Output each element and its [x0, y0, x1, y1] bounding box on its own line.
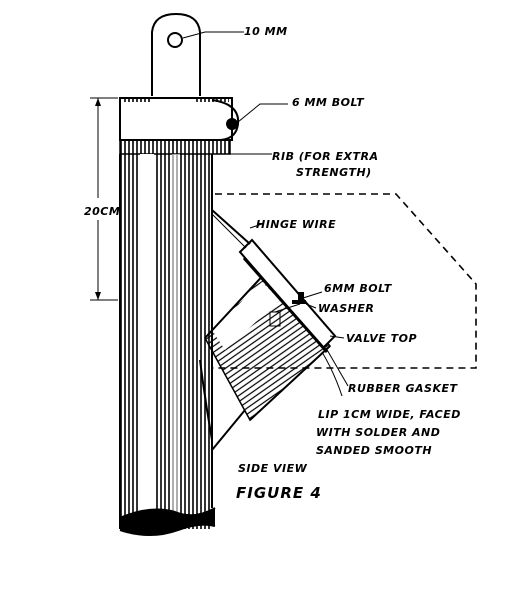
label-lip-line3: SANDED SMOOTH: [316, 444, 432, 457]
label-rib-line1: RIB (FOR EXTRA: [272, 150, 378, 163]
mounting-tab: [151, 12, 201, 96]
pin-hole: [167, 32, 183, 48]
open-position-outline: [211, 193, 477, 440]
dimension-20cm: [82, 97, 118, 301]
label-valve-top: VALVE TOP: [346, 332, 417, 345]
label-hinge-wire: HINGE WIRE: [256, 218, 336, 231]
leader-lines: [182, 31, 349, 397]
label-washer: WASHER: [318, 302, 374, 315]
hinge-wire: [211, 209, 251, 249]
collar-block: [119, 97, 240, 141]
bolt-top: [226, 118, 238, 130]
label-view: SIDE VIEW: [238, 462, 308, 475]
main-tube: [119, 154, 216, 536]
label-bolt-top: 6 MM BOLT: [292, 96, 365, 109]
label-pin-size: 10 MM: [244, 25, 288, 38]
valve-top: [238, 238, 337, 353]
label-rib-line2: STRENGTH): [296, 166, 372, 179]
label-figure: FIGURE 4: [236, 484, 322, 502]
branch-pipe: [204, 268, 332, 422]
label-bolt-valve: 6MM BOLT: [324, 282, 393, 295]
label-lip-line2: WITH SOLDER AND: [316, 426, 440, 439]
label-dimension: 20CM: [84, 205, 120, 218]
lower-joint: [199, 359, 246, 508]
label-gasket: RUBBER GASKET: [348, 382, 458, 395]
label-lip-line1: LIP 1CM WIDE, FACED: [318, 408, 461, 421]
rib-band: [119, 139, 231, 155]
valve-bolt: [269, 292, 306, 327]
